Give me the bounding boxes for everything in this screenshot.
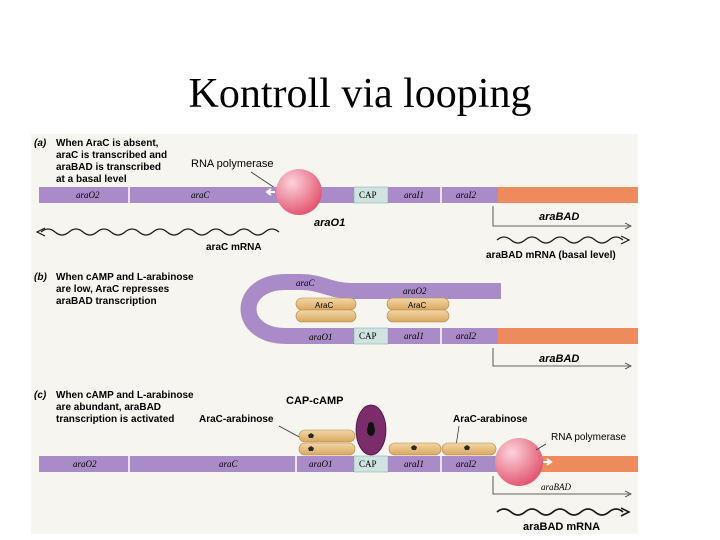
- label-cap-camp: CAP-cAMP: [286, 395, 343, 407]
- rna-polymerase-c: [495, 438, 543, 486]
- panel-c-caption-2: are abundant, araBAD: [56, 402, 161, 413]
- label-arabad-c: araBAD: [541, 482, 571, 492]
- arac-mrna-wave: [40, 228, 280, 236]
- panel-a: (a) When AraC is absent, araC is transcr…: [34, 138, 638, 261]
- dna-purple-b: [331, 328, 354, 344]
- seg-arao1-c: araO1: [309, 459, 333, 469]
- seg-arai2-a: araI2: [456, 190, 476, 200]
- label-arac-arabinose-right: AraC-arabinose: [453, 414, 528, 425]
- seg-arai1-b: araI1: [404, 331, 424, 341]
- arac-dimer-right: AraC: [386, 297, 450, 323]
- protein-arac-label-1: AraC: [315, 301, 333, 310]
- seg-arai1-a: araI1: [404, 190, 424, 200]
- seg-cap-a: CAP: [359, 190, 377, 200]
- seg-cap-c: CAP: [359, 459, 377, 469]
- seg-arao1-b: araO1: [309, 332, 333, 342]
- panel-b-caption-2: are low, AraC represses: [56, 284, 170, 295]
- arabinose-icon: [411, 445, 417, 450]
- seg-arao2-a: araO2: [76, 190, 100, 200]
- label-arao1-a: araO1: [314, 217, 345, 229]
- panel-b: (b) When cAMP and L-arabinose are low, A…: [34, 272, 638, 370]
- arabad-arrow-a: [492, 206, 629, 227]
- rna-polymerase-a: [276, 169, 322, 215]
- arrow-head-icon: [624, 490, 632, 498]
- panel-b-letter: (b): [34, 272, 47, 283]
- rna-polymerase-label-a: RNA polymerase: [191, 158, 274, 170]
- leader-line: [455, 425, 460, 447]
- arabad-mrna-wave-c: [496, 508, 624, 516]
- dna-loop-b: [240, 274, 501, 344]
- seg-arac-c: araC: [219, 459, 239, 469]
- panel-b-caption-1: When cAMP and L-arabinose: [56, 272, 194, 283]
- seg-arai1-c: araI1: [404, 459, 424, 469]
- seg-arao2-b: araO2: [403, 286, 427, 296]
- panel-c-letter: (c): [34, 390, 47, 401]
- panel-a-caption-2: araC is transcribed and: [56, 150, 167, 161]
- arabad-mrna-wave-a: [496, 236, 624, 244]
- slide-title: Kontroll via looping: [188, 71, 532, 117]
- arac-arabinose-dimer-right: [388, 442, 497, 456]
- dna-purple-c: [39, 456, 354, 472]
- seg-arac-a: araC: [191, 190, 211, 200]
- dna-purple-a: [39, 187, 354, 203]
- panel-c: (c) When cAMP and L-arabinose are abunda…: [34, 390, 638, 533]
- ara-operon-figure: (a) When AraC is absent, araC is transcr…: [31, 134, 638, 534]
- label-arabad-mrna-c: araBAD mRNA: [523, 521, 600, 533]
- seg-arai2-b: araI2: [456, 331, 476, 341]
- panel-c-caption-1: When cAMP and L-arabinose: [56, 390, 194, 401]
- seg-cap-b: CAP: [359, 331, 377, 341]
- arabinose-icon: [464, 445, 470, 450]
- dna-orange-b: [498, 328, 638, 344]
- arrow-head-icon: [624, 362, 632, 370]
- dna-purple-a2: [388, 187, 498, 203]
- panel-a-caption-3: araBAD is transcribed: [56, 162, 161, 173]
- seg-arac-b: araC: [296, 278, 316, 288]
- seg-arai2-c: araI2: [456, 459, 476, 469]
- arabinose-icon: [308, 433, 314, 438]
- arrow-head-icon: [624, 222, 632, 230]
- label-arabad-a: araBAD: [539, 211, 579, 223]
- arrow-head-icon: [35, 227, 46, 237]
- arac-dimer-left: AraC: [295, 297, 357, 323]
- label-arabad-mrna-basal: araBAD mRNA (basal level): [486, 250, 616, 261]
- panel-a-letter: (a): [34, 138, 47, 149]
- arrow-head-icon: [620, 235, 631, 245]
- label-arabad-b: araBAD: [539, 353, 579, 365]
- leader-line: [535, 443, 547, 451]
- arac-arabinose-dimer-left: [298, 429, 356, 456]
- arabad-arrow-b: [492, 348, 629, 367]
- label-arac-mrna: araC mRNA: [206, 242, 262, 253]
- seg-arao2-c: araO2: [73, 459, 97, 469]
- panel-c-caption-3: transcription is activated: [56, 414, 174, 425]
- dna-orange-a: [498, 187, 638, 203]
- panel-a-caption-1: When AraC is absent,: [56, 138, 159, 149]
- dna-purple-c2: [388, 456, 498, 472]
- dna-purple-b2: [388, 328, 498, 344]
- leftward-arrow-icon: [265, 188, 275, 196]
- arabinose-icon: [308, 446, 314, 451]
- arabad-arrow-c: [492, 476, 629, 495]
- rightward-arrow-icon: [543, 458, 553, 466]
- cap-camp-complex: [355, 404, 387, 456]
- panel-b-caption-3: araBAD transcription: [56, 296, 157, 307]
- rna-polymerase-label-c: RNA polymerase: [551, 432, 626, 443]
- panel-a-caption-4: at a basal level: [56, 174, 127, 185]
- protein-arac-label-2: AraC: [408, 301, 426, 310]
- label-arac-arabinose-left: AraC-arabinose: [199, 414, 274, 425]
- arrow-head-icon: [620, 507, 631, 517]
